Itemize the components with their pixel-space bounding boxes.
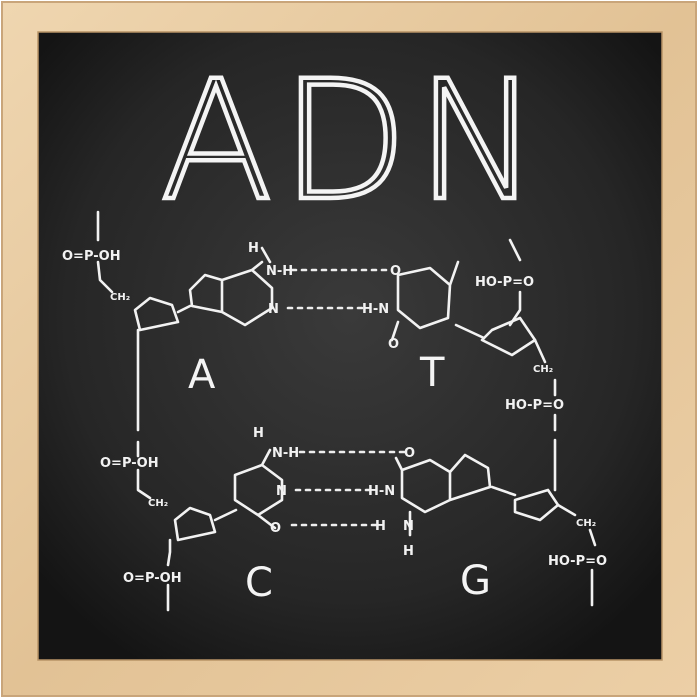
phosphate-right-top: HO-P=O	[475, 275, 534, 290]
sugar-ring	[173, 506, 217, 542]
glycosidic-bond	[176, 304, 517, 522]
atom-n: N	[403, 519, 414, 534]
ch2-label: CH₂	[110, 292, 130, 303]
atom-nh: N-H	[266, 264, 293, 279]
thymine-ring	[390, 260, 460, 342]
base-label-a: A	[188, 352, 216, 398]
atom-nh: N-H	[272, 446, 299, 461]
ch2-label: CH₂	[576, 518, 596, 529]
phosphate-left-mid: O=P-OH	[100, 456, 159, 471]
cytosine-ring	[233, 448, 284, 530]
atom-o: O	[390, 264, 401, 279]
atom-h: H	[375, 519, 386, 534]
sugar-ring	[513, 488, 560, 522]
phosphate-right-mid: HO-P=O	[505, 398, 564, 413]
atom-h: H	[403, 544, 414, 559]
backbone-right	[508, 238, 597, 607]
atom-hn: H-N	[368, 484, 395, 499]
blackboard	[37, 31, 663, 661]
phosphate-right-bottom: HO-P=O	[548, 554, 607, 569]
atom-o: O	[388, 337, 399, 352]
backbone-left	[96, 210, 172, 612]
atom-h: H	[248, 241, 259, 256]
atom-n: N	[276, 484, 287, 499]
guanine-ring	[394, 453, 492, 537]
atom-h: H	[253, 426, 264, 441]
base-label-g: G	[460, 558, 491, 604]
base-label-t: T	[419, 350, 445, 396]
hydrogen-bond	[286, 268, 406, 527]
ch2-label: CH₂	[148, 498, 168, 509]
phosphate-left-top: O=P-OH	[62, 249, 121, 264]
title-adn: ADN	[160, 45, 547, 237]
atom-o: O	[404, 446, 415, 461]
amine-bond	[250, 246, 272, 272]
ch2-label: CH₂	[533, 364, 553, 375]
sugar-ring	[133, 296, 180, 332]
atom-hn: H-N	[362, 302, 389, 317]
base-label-c: C	[245, 560, 273, 606]
atom-o: O	[270, 521, 281, 536]
atom-n: N	[268, 302, 279, 317]
phosphate-left-bottom: O=P-OH	[123, 571, 182, 586]
